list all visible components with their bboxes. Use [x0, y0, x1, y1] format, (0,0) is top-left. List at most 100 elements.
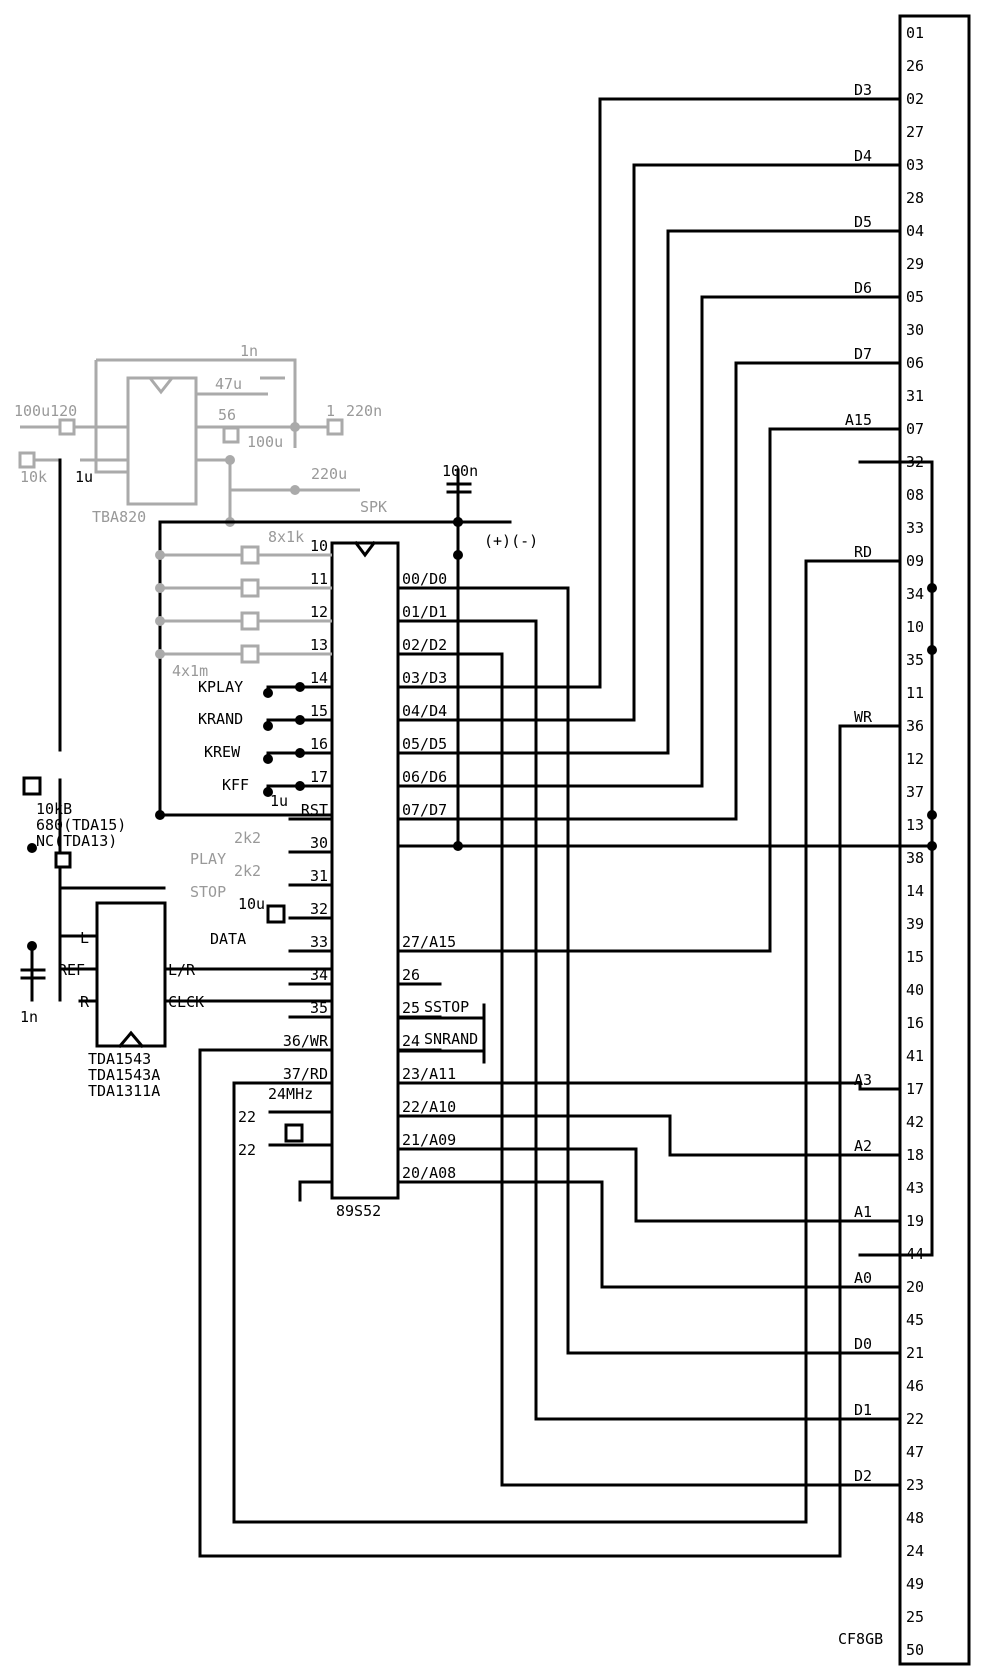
svg-text:220u: 220u: [311, 465, 347, 483]
mcu-right-pin-25: 25: [402, 999, 420, 1017]
cf-pin-36: 36: [906, 717, 924, 735]
svg-text:56: 56: [218, 406, 236, 424]
cf-signal-D2: D2: [854, 1467, 872, 1485]
cf-pin-49: 49: [906, 1575, 924, 1593]
svg-text:680(TDA15): 680(TDA15): [36, 816, 126, 834]
cf-pin-34: 34: [906, 585, 924, 603]
mcu-right-pin-23-A11: 23/A11: [402, 1065, 456, 1083]
cf-signal-A3: A3: [854, 1071, 872, 1089]
cf-pin-18: 18: [906, 1146, 924, 1164]
mcu-left-pin-11: 11: [310, 570, 328, 588]
mcu-right-pin-00-D0: 00/D0: [402, 570, 447, 588]
cf-pin-42: 42: [906, 1113, 924, 1131]
cf-connector-pins: 0126022703280429053006310732083309341035…: [845, 24, 924, 1659]
cf-signal-D7: D7: [854, 345, 872, 363]
cf-pin-38: 38: [906, 849, 924, 867]
svg-text:22: 22: [238, 1108, 256, 1126]
svg-text:10u: 10u: [238, 895, 265, 913]
cf-pin-41: 41: [906, 1047, 924, 1065]
svg-text:220n: 220n: [346, 402, 382, 420]
cf-pin-25: 25: [906, 1608, 924, 1626]
svg-text:SSTOP: SSTOP: [424, 998, 469, 1016]
cf-pin-40: 40: [906, 981, 924, 999]
cf-pin-29: 29: [906, 255, 924, 273]
cf-signal-A1: A1: [854, 1203, 872, 1221]
mcu-left-pin-12: 12: [310, 603, 328, 621]
svg-text:SNRAND: SNRAND: [424, 1030, 478, 1048]
pot-section: 10kB 680(TDA15) NC(TDA13) 1n: [20, 776, 126, 1026]
mcu-right-pin-02-D2: 02/D2: [402, 636, 447, 654]
mcu-name: 89S52: [336, 1202, 381, 1220]
cf-pin-24: 24: [906, 1542, 924, 1560]
mcu-left-pin-10: 10: [310, 537, 328, 555]
mcu-left-pin-37/RD: 37/RD: [283, 1065, 328, 1083]
svg-text:100n: 100n: [442, 462, 478, 480]
cf-pin-27: 27: [906, 123, 924, 141]
cf-pin-11: 11: [906, 684, 924, 702]
cf-pin-06: 06: [906, 354, 924, 372]
cf-pin-01: 01: [906, 24, 924, 42]
mcu-right-pin-03-D3: 03/D3: [402, 669, 447, 687]
svg-text:24MHz: 24MHz: [268, 1085, 313, 1103]
cf-pin-17: 17: [906, 1080, 924, 1098]
svg-text:1u: 1u: [75, 468, 93, 486]
svg-text:2k2: 2k2: [234, 862, 261, 880]
cf-pin-45: 45: [906, 1311, 924, 1329]
svg-text:8x1k: 8x1k: [268, 528, 304, 546]
svg-text:1u: 1u: [270, 792, 288, 810]
cf-pin-31: 31: [906, 387, 924, 405]
cf-pin-30: 30: [906, 321, 924, 339]
mcu-left-pin-13: 13: [310, 636, 328, 654]
svg-text:1n: 1n: [20, 1008, 38, 1026]
cf-pin-15: 15: [906, 948, 924, 966]
mcu-right-pin-01-D1: 01/D1: [402, 603, 447, 621]
svg-text:4x1m: 4x1m: [172, 662, 208, 680]
cf-pin-12: 12: [906, 750, 924, 768]
mcu-left-pin-15: 15: [310, 702, 328, 720]
mcu-left-pin-31: 31: [310, 867, 328, 885]
dac-name-3: TDA1311A: [88, 1082, 160, 1100]
cf-signal-D3: D3: [854, 81, 872, 99]
svg-text:KRAND: KRAND: [198, 710, 243, 728]
dac-name-1: TDA1543: [88, 1050, 151, 1068]
cf-pin-47: 47: [906, 1443, 924, 1461]
mcu-right-pin-22-A10: 22/A10: [402, 1098, 456, 1116]
cf-pin-46: 46: [906, 1377, 924, 1395]
mcu-left-pin-35: 35: [310, 999, 328, 1017]
cf-signal-RD: RD: [854, 543, 872, 561]
mode-switches: SSTOP SNRAND: [396, 998, 486, 1064]
mcu-left-pin-17: 17: [310, 768, 328, 786]
svg-text:DATA: DATA: [210, 930, 246, 948]
cf-pin-14: 14: [906, 882, 924, 900]
mcu-left-pin-16: 16: [310, 735, 328, 753]
cf-pin-04: 04: [906, 222, 924, 240]
mcu-right-pin-26: 26: [402, 966, 420, 984]
mcu-right-pin-05-D5: 05/D5: [402, 735, 447, 753]
mcu-right-pin-07-D7: 07/D7: [402, 801, 447, 819]
mcu-right-pin-24: 24: [402, 1032, 420, 1050]
cf-pin-48: 48: [906, 1509, 924, 1527]
mcu-right-pins: 00/D001/D102/D203/D304/D405/D506/D607/D7…: [396, 570, 456, 1184]
amp-section: 1n 47u 56 100u 1 220n 220u SPK 100u120 1…: [14, 342, 387, 527]
cf-signal-D6: D6: [854, 279, 872, 297]
power-section: 100n (+)(-): [442, 462, 538, 550]
dac-name-2: TDA1543A: [88, 1066, 160, 1084]
cf-connector-name: CF8GB: [838, 1630, 883, 1648]
mcu-right-pin-20-A08: 20/A08: [402, 1164, 456, 1182]
cf-signal-WR: WR: [854, 708, 873, 726]
dac-body: [95, 901, 167, 1048]
cf-signal-D4: D4: [854, 147, 872, 165]
cf-connector-body: [898, 14, 971, 1666]
cf-signal-D5: D5: [854, 213, 872, 231]
mcu-right-pin-06-D6: 06/D6: [402, 768, 447, 786]
cf-pin-02: 02: [906, 90, 924, 108]
svg-text:PLAY: PLAY: [190, 850, 226, 868]
svg-text:KPLAY: KPLAY: [198, 678, 243, 696]
cf-pin-35: 35: [906, 651, 924, 669]
cf-signal-D0: D0: [854, 1335, 872, 1353]
svg-text:10k: 10k: [20, 468, 47, 486]
mcu-left-pin-30: 30: [310, 834, 328, 852]
cf-pin-22: 22: [906, 1410, 924, 1428]
dac-pin-l: L: [80, 929, 89, 947]
